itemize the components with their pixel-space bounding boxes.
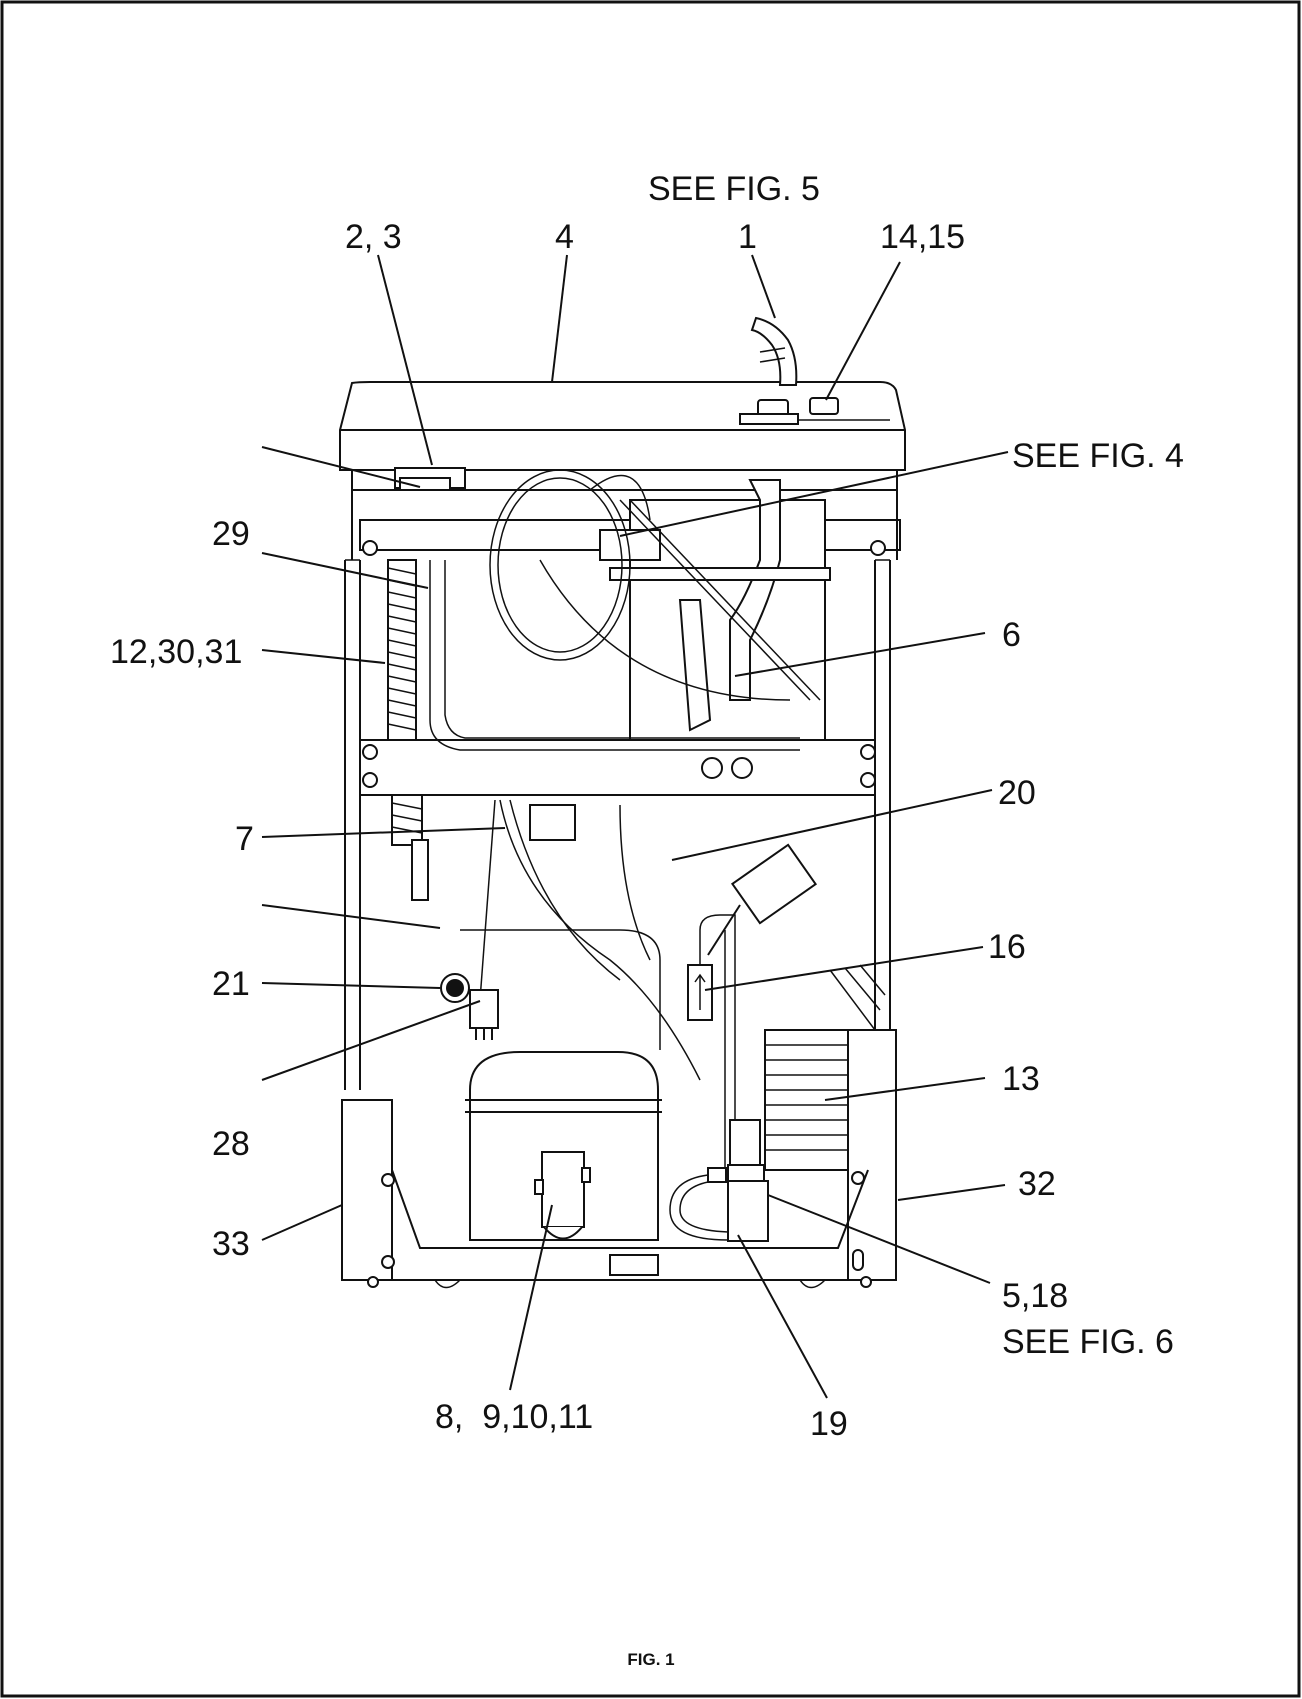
label-8-11: 8, 9,10,11 xyxy=(435,1398,593,1436)
base-frame xyxy=(367,1169,896,1289)
push-button xyxy=(809,397,839,415)
strainer xyxy=(687,914,736,1170)
power-plug xyxy=(469,989,499,1040)
label-28: 28 xyxy=(212,1125,250,1163)
right-side-panel xyxy=(847,1029,897,1281)
condenser-coil xyxy=(387,559,429,901)
label-5-18: 5,18 xyxy=(1002,1277,1068,1315)
label-33: 33 xyxy=(212,1225,250,1263)
label-6: 6 xyxy=(1002,616,1021,654)
label-see-fig-6: SEE FIG. 6 xyxy=(1002,1323,1174,1361)
label-20: 20 xyxy=(998,774,1036,812)
label-7: 7 xyxy=(235,820,254,858)
valve-assembly xyxy=(669,1119,769,1242)
figure-caption: FIG. 1 xyxy=(627,1650,674,1669)
label-19: 19 xyxy=(810,1405,848,1443)
cabinet-frame xyxy=(344,559,891,1090)
label-see-fig-4: SEE FIG. 4 xyxy=(1012,437,1184,475)
label-2-3: 2, 3 xyxy=(345,218,402,256)
tag xyxy=(707,843,818,956)
cooling-reservoir xyxy=(599,479,831,741)
label-14-15: 14,15 xyxy=(880,218,965,256)
label-21: 21 xyxy=(212,965,250,1003)
label-12-30-31: 12,30,31 xyxy=(110,633,242,671)
leader-lines xyxy=(261,254,1009,1399)
label-32: 32 xyxy=(1018,1165,1056,1203)
label-1: 1 xyxy=(738,218,757,256)
grommet-hole xyxy=(446,979,464,997)
control-wiring xyxy=(460,799,701,1081)
label-4: 4 xyxy=(555,218,574,256)
compressor xyxy=(465,1051,662,1241)
label-13: 13 xyxy=(1002,1060,1040,1098)
top-basin xyxy=(339,381,906,471)
bubbler xyxy=(739,316,799,425)
left-side-panel xyxy=(341,1099,393,1281)
label-29: 29 xyxy=(212,515,250,553)
label-16: 16 xyxy=(988,928,1026,966)
label-see-fig-5: SEE FIG. 5 xyxy=(648,170,820,208)
mid-bracket xyxy=(359,560,876,796)
